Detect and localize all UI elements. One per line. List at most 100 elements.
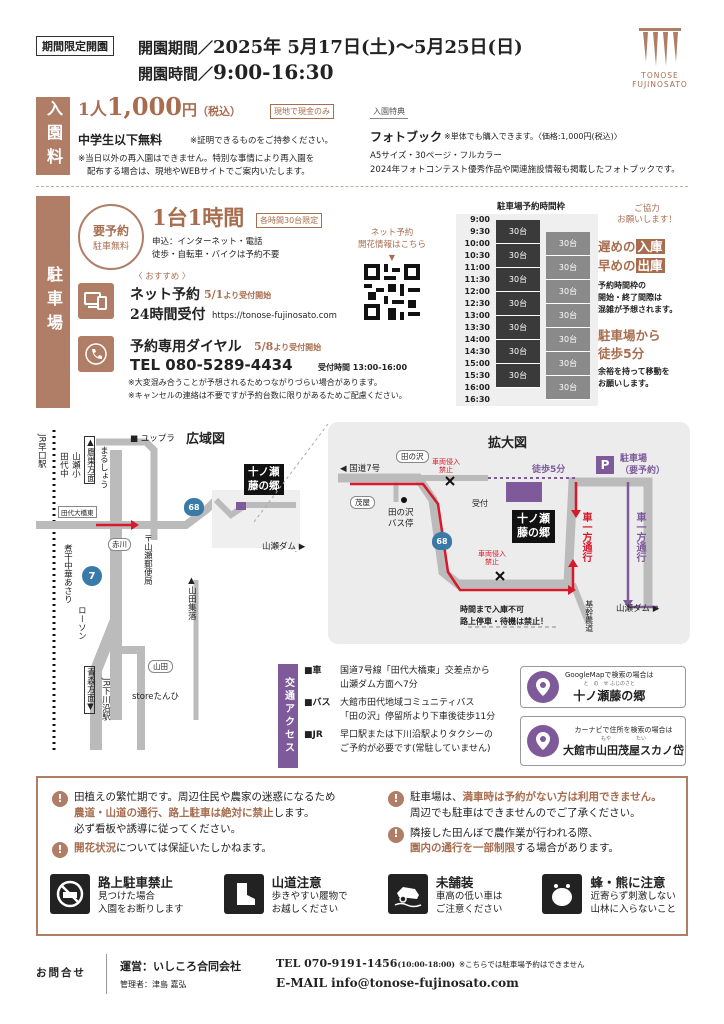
c3-title: 未舗装 <box>435 875 474 890</box>
schedule-time-label: 13:30 <box>464 323 490 332</box>
qr-arrow-icon: ▼ <box>388 252 396 262</box>
c1-line2: 入園をお断りします <box>98 903 184 915</box>
recommend-label: 〈 おすすめ 〉 <box>134 272 191 282</box>
nishimori-label: 煮干中華あさり <box>62 544 73 604</box>
logo: TONOSE FUJINOSATO <box>628 26 692 89</box>
coop-early: 早めの <box>598 257 636 273</box>
route68-shield: 68 <box>184 498 204 516</box>
coop-desc: 予約時間枠の 開始・終了間際は 混雑が予想されます。 <box>598 280 677 316</box>
caution-unpaved: 未舗装車高の低い車はご注意ください <box>387 872 503 917</box>
net-url[interactable]: https://tonose-fujinosato.com <box>212 311 337 321</box>
benefit-note: ※単体でも購入できます。〈価格:1,000円(税込)〉 <box>444 132 622 141</box>
c2-title: 山道注意 <box>271 875 322 890</box>
route7-shield: 7 <box>82 566 102 586</box>
no-pass-label: 時間まで入庫不可路上停車・待機は禁止！ <box>460 605 548 626</box>
schedule-slot: 30台 <box>496 292 540 316</box>
lawson-label: ローソン <box>76 606 87 640</box>
zoom-map: 拡大図 ◀ 国道7号 田の沢 茂屋 田の沢バス停 車両侵入禁止 車両侵入禁止 受… <box>328 422 690 644</box>
divider <box>36 186 688 187</box>
net-title: ネット予約 <box>130 287 200 303</box>
qr-code-icon <box>364 264 420 320</box>
tel-hours: 受付時間 13:00-16:00 <box>318 363 408 372</box>
tashiro-jhs-label: 田代中 <box>58 452 69 478</box>
park-label: 駐車場（要予約） <box>620 454 666 476</box>
gmap-name: 十ノ瀬藤の郷 <box>573 689 646 703</box>
price-prefix: 1人 <box>78 100 107 120</box>
logo-line1: TONOSE <box>641 71 679 80</box>
footer-email[interactable]: E-MAIL info@tonose-fujinosato.com <box>276 976 519 990</box>
notice-left: ! 田植えの繁忙期です。周辺住民や農家の迷惑になるため農道・山道の通行、路上駐車… <box>52 790 372 859</box>
benefit-desc: A5サイズ・30ページ・フルカラー 2024年フォトコンテスト優秀作品や関連施設… <box>370 150 680 177</box>
tel-notes: ※大変混み合うことが予想されるためつながりづらい場合があります。 ※キャンセルの… <box>128 377 407 403</box>
coop-late: 遅めの <box>598 239 636 254</box>
schedule-time-label: 16:00 <box>464 383 490 392</box>
circle-line2: 駐車無料 <box>92 242 129 252</box>
footer-tel[interactable]: TEL 070-9191-1456 <box>276 957 398 970</box>
wisteria-logo-icon <box>639 28 681 66</box>
free-text: 中学生以下無料 <box>78 133 163 147</box>
access-side-label: 交通アクセス <box>278 664 298 768</box>
c2-line1: 歩きやすい履物で <box>271 891 348 902</box>
schedule-time-label: 14:00 <box>464 335 490 344</box>
tel-number[interactable]: TEL 080-5289-4434 <box>130 356 293 374</box>
car-label: ■車 <box>304 666 322 676</box>
zoom-dam-label: 山瀬ダム ▶ <box>616 604 660 614</box>
bus-line2: 「田の沢」停留所より下車後徒歩11分 <box>340 711 496 722</box>
qr-caption-1: ネット予約 <box>370 228 414 238</box>
akagawa-label: 赤川 <box>108 538 131 551</box>
schedule-time-label: 9:00 <box>470 215 490 224</box>
slot-tag: 各時間30台限定 <box>256 213 323 228</box>
reentry-note: ※当日以外の再入園はできません。特別な事情により再入園を 配布する場合は、現地や… <box>78 153 314 179</box>
c1-line1: 見つけた場合 <box>98 891 156 902</box>
notice-left-1b: 農道・山道の通行、路上駐車は絶対に禁止 <box>74 806 274 819</box>
period-value: 2025年 5月17日(土)～5月25日(日) <box>213 37 523 58</box>
navi-box[interactable]: カーナビで住所を検索の場合はもや たい大館市山田茂屋スカノ岱 <box>520 716 686 766</box>
schedule-slot: 30台 <box>546 376 590 400</box>
map-pin-icon <box>527 671 559 703</box>
admission-side-label: 入園料 <box>36 97 70 175</box>
notice-right-1c: 周辺でも駐車はできませんのでご了承ください。 <box>410 806 641 819</box>
walk-title: 駐車場から 徒歩5分 <box>598 327 661 362</box>
device-icon <box>78 283 114 319</box>
no-parking-icon <box>50 874 90 915</box>
manager: 管理者：津島 嘉弘 <box>120 980 187 989</box>
notice-right-2a: 隣接した田んぼで農作業が行われる際、 <box>410 826 599 839</box>
hours-label: 開園時間／ <box>138 65 214 83</box>
limited-badge: 期間限定開園 <box>36 36 114 56</box>
reservation-circle: 要予約 駐車無料 <box>78 204 144 270</box>
r7-label: ◀ 国道7号 <box>340 464 381 474</box>
notice-left-1a: 田植えの繁忙期です。周辺住民や農家の迷惑になるため <box>74 791 336 803</box>
notice-right: ! 駐車場は、満車時は予約がない方は利用できません。周辺でも駐車はできませんので… <box>388 790 684 857</box>
notice-left-2a: 開花状況 <box>74 842 116 855</box>
schedule-slot: 30台 <box>496 268 540 292</box>
c4-title: 蜂・熊に注意 <box>590 875 666 890</box>
takahashi-label: ▲鷹巣方面 <box>84 436 96 484</box>
qr-code[interactable] <box>364 264 420 320</box>
walk-title-2: 徒歩5分 <box>598 345 645 361</box>
operator: 運営：いしころ合同会社 <box>120 960 241 973</box>
c4-line1: 近寄らず刺激しない <box>590 891 676 902</box>
schedule-time-label: 10:00 <box>464 239 490 248</box>
schedule-slot: 30台 <box>496 244 540 268</box>
tel-note-1: ※大変混み合うことが予想されるためつながりづらい場合があります。 <box>128 378 382 387</box>
access-list: ■車国道7号線「田代大橋東」交差点から山瀬ダム方面へ7分 ■バス大館市田代地域コ… <box>304 665 495 757</box>
schedule-slot: 30台 <box>546 232 590 256</box>
footer-tel-row: TEL 070-9191-1456(10:00-18:00) ※こちらでは駐車場… <box>276 957 585 970</box>
schedule-time-label: 16:30 <box>464 395 490 404</box>
schedule-slot: 30台 <box>546 304 590 328</box>
walk-title-1: 駐車場から <box>598 328 661 343</box>
schedule-time-label: 13:00 <box>464 311 490 320</box>
bus-stop-label: 田の沢バス停 <box>388 508 414 530</box>
schedule-title: 駐車場予約時間枠 <box>496 202 565 212</box>
coop-exit: 出庫 <box>635 257 665 273</box>
gmap-box[interactable]: GoogleMapで検索の場合はと の せ ふじのさと十ノ瀬藤の郷 <box>520 666 686 708</box>
schedule-time-label: 11:30 <box>464 275 490 284</box>
notice-left-1c: します。 <box>273 806 315 819</box>
inquiry-label: お問合せ <box>36 967 86 979</box>
jr-line1: 早口駅または下川沿駅よりタクシーの <box>340 729 493 740</box>
c1-title: 路上駐車禁止 <box>98 875 174 890</box>
marushou-label: まるしょう <box>98 446 109 489</box>
c3-line2: ご注意ください <box>435 903 503 915</box>
footer-divider <box>106 954 107 994</box>
